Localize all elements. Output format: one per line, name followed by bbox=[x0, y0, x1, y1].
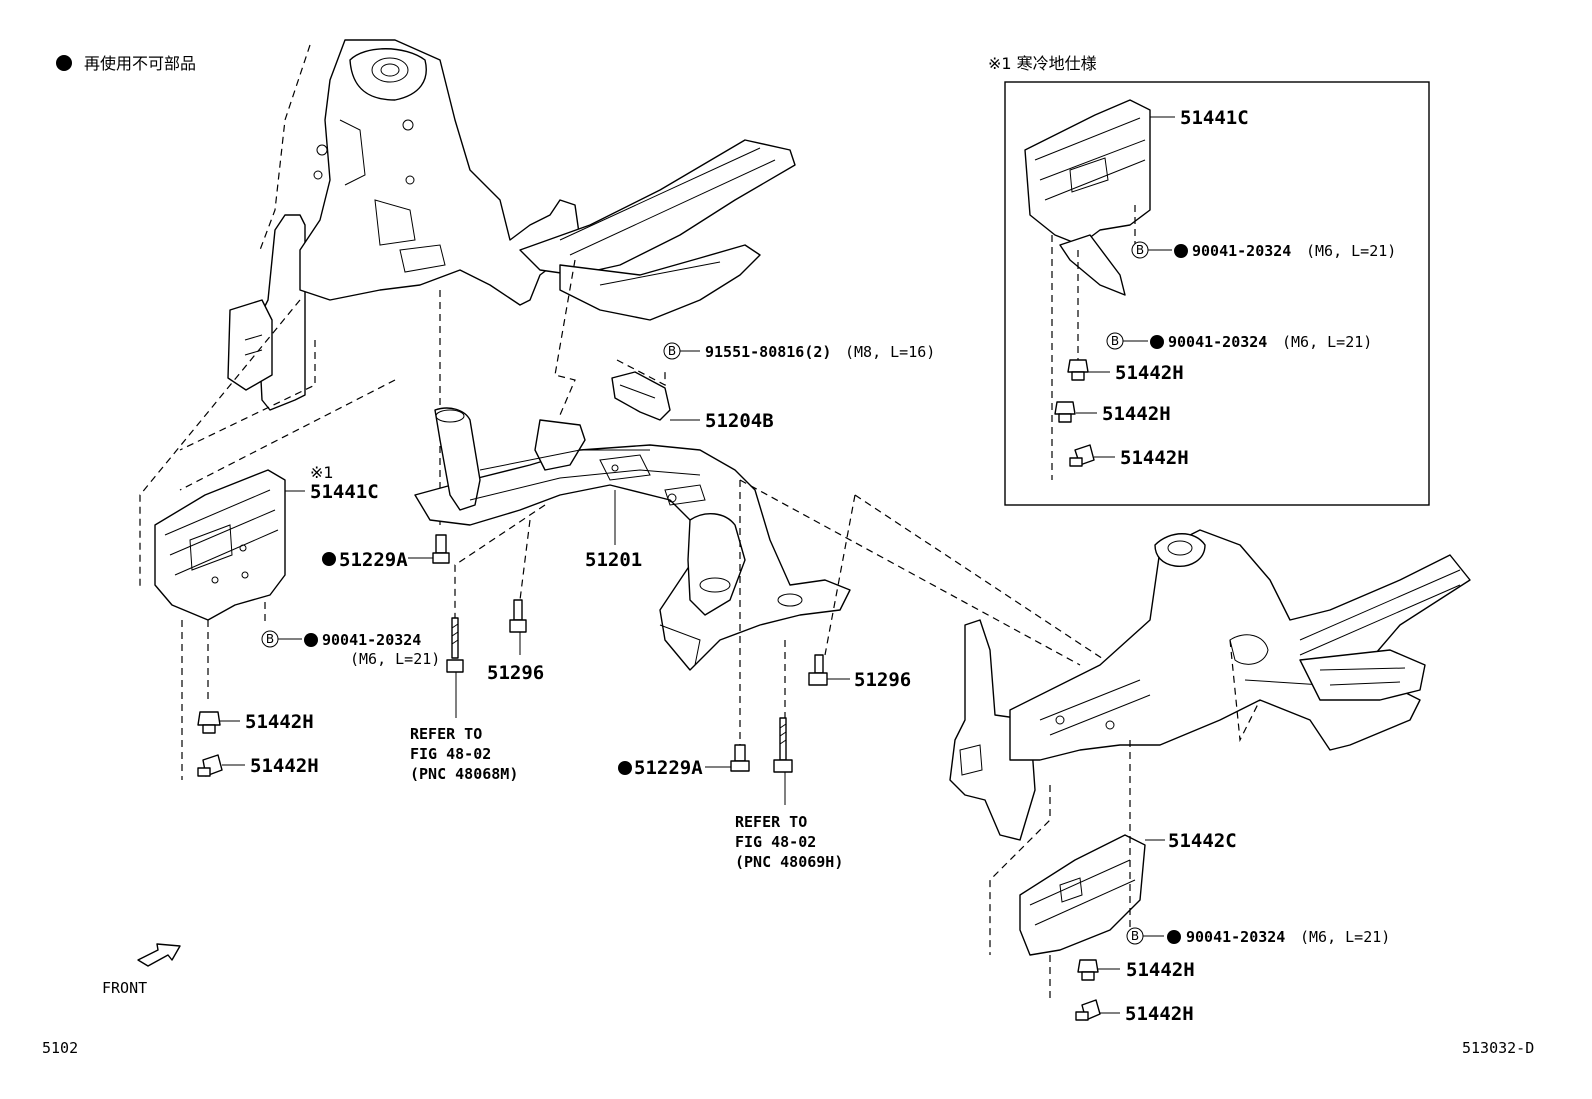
refer-1-line2: FIG 48-02 bbox=[410, 745, 491, 763]
label-90041-right-spec: (M6, L=21) bbox=[1300, 928, 1390, 946]
label-51442C: 51442C bbox=[1168, 830, 1237, 852]
refer-1-line3: (PNC 48068M) bbox=[410, 765, 518, 783]
label-note-x1: ※1 bbox=[310, 463, 334, 482]
label-51442H-inset-3: 51442H bbox=[1120, 447, 1189, 469]
guide-line-51296-right bbox=[824, 494, 856, 656]
heat-shield-51441C-left bbox=[154, 469, 286, 621]
guide-line-crossmember-bolt bbox=[454, 504, 546, 620]
label-90041-left: 90041-20324 bbox=[322, 631, 421, 649]
bolt-51296-right bbox=[808, 654, 828, 686]
guide-line-to-right-frame bbox=[739, 479, 1081, 666]
label-51204B: 51204B bbox=[705, 410, 774, 432]
svg-text:B: B bbox=[1131, 929, 1139, 943]
label-91551-spec: (M8, L=16) bbox=[845, 343, 935, 361]
non-reusable-dot-inset-2 bbox=[1150, 335, 1164, 349]
legend-dot bbox=[56, 55, 72, 71]
refer-2-line1: REFER TO bbox=[735, 813, 807, 831]
footer-left: 5102 bbox=[42, 1039, 78, 1057]
guide-line-shield-left bbox=[139, 299, 301, 590]
clip-51442H-left-1 bbox=[197, 711, 221, 734]
b-marker-inset-2: B bbox=[1106, 332, 1124, 350]
label-90041-inset-1-spec: (M6, L=21) bbox=[1306, 242, 1396, 260]
b-marker-90041-right: B bbox=[1126, 927, 1144, 945]
svg-text:B: B bbox=[1136, 243, 1144, 257]
clip-51442H-inset-3 bbox=[1069, 444, 1095, 467]
label-51296-1: 51296 bbox=[487, 662, 544, 684]
label-90041-inset-1: 90041-20324 bbox=[1192, 242, 1291, 260]
label-51229A-2: 51229A bbox=[634, 757, 703, 779]
non-reusable-dot-51229A-1 bbox=[322, 552, 336, 566]
leader-lines bbox=[220, 116, 1175, 1014]
stud-refer-48068M bbox=[446, 617, 464, 673]
label-51442H-inset-2: 51442H bbox=[1102, 403, 1171, 425]
label-51441C-inset: 51441C bbox=[1180, 107, 1249, 129]
footer-right: 513032-D bbox=[1462, 1039, 1534, 1057]
front-crossmember-51201 bbox=[414, 407, 851, 671]
label-51442H-right-2: 51442H bbox=[1125, 1003, 1194, 1025]
non-reusable-dot-90041-left bbox=[304, 633, 318, 647]
label-90041-inset-2: 90041-20324 bbox=[1168, 333, 1267, 351]
refer-2-line3: (PNC 48069H) bbox=[735, 853, 843, 871]
label-90041-left-spec: (M6, L=21) bbox=[350, 650, 440, 668]
b-marker-inset-1: B bbox=[1131, 241, 1149, 259]
body-hidden-outline-right bbox=[1229, 639, 1261, 743]
non-reusable-dot-90041-right bbox=[1167, 930, 1181, 944]
label-90041-right: 90041-20324 bbox=[1186, 928, 1285, 946]
svg-text:B: B bbox=[668, 344, 676, 358]
bolt-51296-left bbox=[509, 599, 527, 633]
clip-51442H-left-2 bbox=[197, 754, 223, 777]
guide-line-51296-left bbox=[519, 519, 531, 601]
b-marker-90041-left: B bbox=[261, 630, 279, 648]
bracket-51204B bbox=[611, 359, 671, 421]
label-51442H-right-1: 51442H bbox=[1126, 959, 1195, 981]
label-51442H-left-2: 51442H bbox=[250, 755, 319, 777]
front-arrow-icon bbox=[137, 943, 181, 967]
label-51442H-left-1: 51442H bbox=[245, 711, 314, 733]
heat-shield-51441C-inset bbox=[1024, 99, 1151, 296]
front-label: FRONT bbox=[102, 979, 147, 997]
heat-shield-51442C-right bbox=[1019, 834, 1146, 956]
label-51296-2: 51296 bbox=[854, 669, 911, 691]
clip-51442H-inset-2 bbox=[1054, 401, 1076, 423]
guide-line-to-right-frame-2 bbox=[854, 494, 1151, 691]
body-hidden-outline-left bbox=[259, 44, 311, 251]
guide-line-shield-left-2 bbox=[179, 379, 396, 491]
stud-refer-48069H bbox=[773, 717, 793, 773]
svg-text:B: B bbox=[1111, 334, 1119, 348]
label-91551: 91551-80816(2) bbox=[705, 343, 831, 361]
svg-text:B: B bbox=[266, 632, 274, 646]
bolt-51229A-left bbox=[432, 534, 450, 564]
label-51229A-1: 51229A bbox=[339, 549, 408, 571]
label-51201: 51201 bbox=[585, 549, 642, 571]
inset-title: ※1 寒冷地仕様 bbox=[988, 54, 1097, 73]
clip-51442H-right-2 bbox=[1075, 999, 1101, 1021]
legend-text: 再使用不可部品 bbox=[84, 54, 196, 73]
guide-line-shield-left-3 bbox=[179, 340, 316, 451]
inset-box bbox=[1004, 81, 1430, 506]
non-reusable-dot-inset-1 bbox=[1174, 244, 1188, 258]
refer-1-line1: REFER TO bbox=[410, 725, 482, 743]
front-side-member-right bbox=[949, 529, 1471, 841]
label-51442H-inset-1: 51442H bbox=[1115, 362, 1184, 384]
label-51441C: 51441C bbox=[310, 481, 379, 503]
guide-line-51442C-right bbox=[989, 785, 1051, 955]
refer-2-line2: FIG 48-02 bbox=[735, 833, 816, 851]
non-reusable-dot-51229A-2 bbox=[618, 761, 632, 775]
clip-51442H-inset-1 bbox=[1067, 359, 1089, 381]
label-90041-inset-2-spec: (M6, L=21) bbox=[1282, 333, 1372, 351]
body-hidden-outline-left-2 bbox=[554, 259, 576, 416]
front-side-member-left bbox=[227, 39, 796, 411]
clip-51442H-right-1 bbox=[1077, 959, 1099, 981]
b-marker-91551: B bbox=[663, 342, 681, 360]
bolt-51229A-right bbox=[730, 744, 750, 772]
